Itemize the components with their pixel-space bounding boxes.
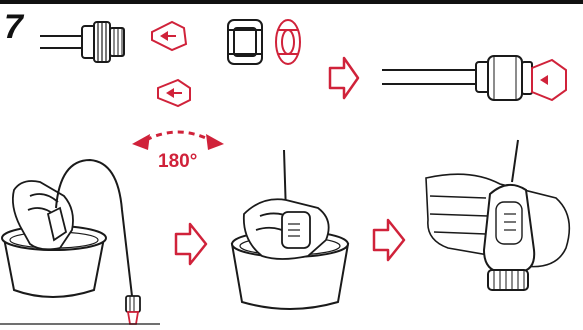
handheld-sensor-body (484, 185, 534, 290)
straight-arrow-icon (330, 58, 358, 98)
hand-holding-sensor-middle (244, 199, 329, 259)
straight-arrow-icon (374, 220, 404, 260)
cable-with-threaded-connector (40, 22, 124, 62)
red-seal-ring (276, 20, 300, 64)
black-coupling-nut (228, 20, 262, 64)
top-border (0, 0, 583, 4)
cable-end-red-tip (128, 312, 138, 324)
cable-end-connector (126, 296, 140, 312)
assembled-cable-connector (382, 56, 532, 100)
red-tip-part-upper (152, 22, 186, 50)
straight-arrow-icon (176, 224, 206, 264)
cable-top-right (512, 140, 518, 182)
curved-arrow-icon (132, 132, 224, 150)
red-tip-part-lower (158, 80, 190, 106)
assembled-red-tip (532, 60, 566, 100)
